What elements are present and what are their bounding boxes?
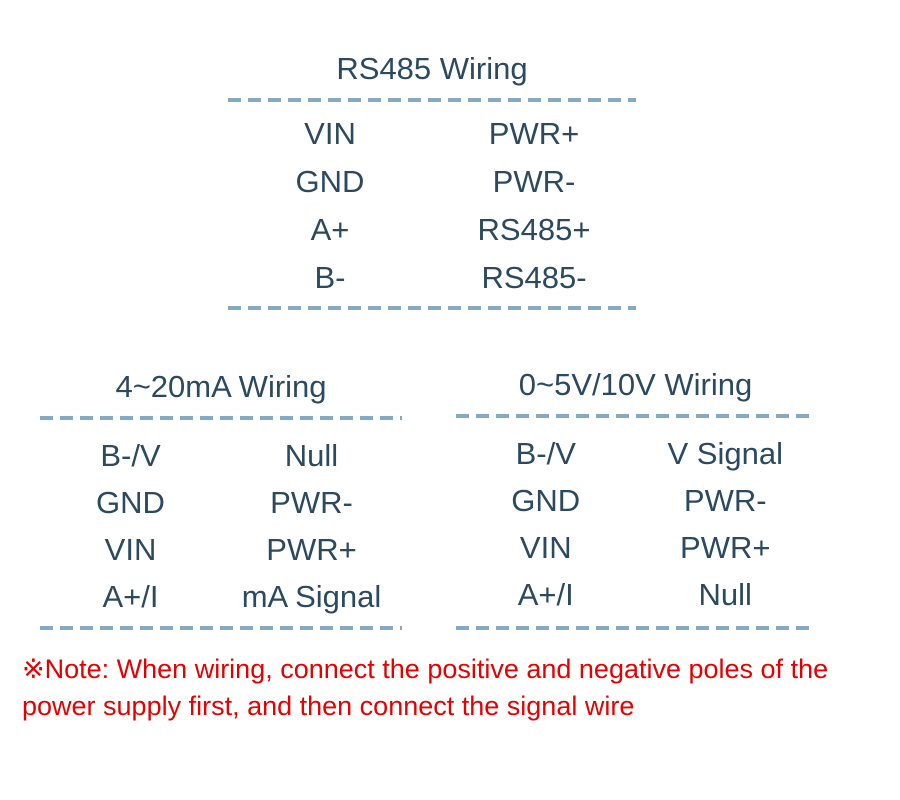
dashed-divider-top <box>40 416 402 420</box>
terminal-label: A+/I <box>517 576 574 612</box>
voltage-wiring-table: 0~5V/10V Wiring B-/V V Signal GND PWR- V… <box>456 364 815 630</box>
terminal-label: A+/I <box>102 578 159 614</box>
terminal-function: Null <box>284 437 339 473</box>
terminal-function: RS485- <box>481 260 587 295</box>
table-row: A+/I Null <box>456 571 815 618</box>
terminal-label: A+ <box>310 212 350 247</box>
wiring-note-line2: power supply first, and then connect the… <box>22 691 635 721</box>
terminal-function: RS485+ <box>477 212 591 247</box>
table-row: GND PWR- <box>40 479 402 526</box>
wiring-note-line1: ※Note: When wiring, connect the positive… <box>22 654 829 684</box>
ma-table-title: 4~20mA Wiring <box>115 369 327 404</box>
terminal-function: PWR- <box>270 484 353 520</box>
rs485-table-title: RS485 Wiring <box>336 51 528 86</box>
table-row: VIN PWR+ <box>456 524 815 571</box>
table-row: B-/V V Signal <box>456 430 815 477</box>
dashed-divider-top <box>456 414 815 418</box>
terminal-function: PWR- <box>683 482 767 518</box>
table-row: VIN PWR+ <box>40 526 402 573</box>
table-row: B-/V Null <box>40 432 402 479</box>
terminal-label: VIN <box>104 531 157 567</box>
table-row: GND PWR- <box>228 158 636 206</box>
table-row: VIN PWR+ <box>228 110 636 158</box>
terminal-function: V Signal <box>667 435 783 471</box>
terminal-label: GND <box>96 484 165 520</box>
dashed-divider-bottom <box>456 626 815 630</box>
terminal-label: VIN <box>519 529 572 565</box>
ma-wiring-table: 4~20mA Wiring B-/V Null GND PWR- VIN PWR… <box>40 366 402 630</box>
terminal-label: GND <box>295 164 365 199</box>
terminal-function: PWR+ <box>680 529 771 565</box>
table-row: A+/I mA Signal <box>40 573 402 620</box>
terminal-label: GND <box>511 482 581 518</box>
table-row: GND PWR- <box>456 477 815 524</box>
terminal-function: PWR+ <box>266 531 357 567</box>
terminal-label: B-/V <box>515 435 576 471</box>
table-row: B- RS485- <box>228 254 636 302</box>
dashed-divider-bottom <box>228 306 636 310</box>
terminal-label: VIN <box>304 116 356 151</box>
wiring-note: ※Note: When wiring, connect the positive… <box>22 651 882 725</box>
terminal-function: PWR- <box>492 164 576 199</box>
voltage-table-rows: B-/V V Signal GND PWR- VIN PWR+ A+/I Nul… <box>456 418 815 626</box>
terminal-label: B-/V <box>100 437 161 473</box>
terminal-function: PWR+ <box>488 116 580 151</box>
dashed-divider-bottom <box>40 626 402 630</box>
rs485-wiring-table: RS485 Wiring VIN PWR+ GND PWR- A+ RS485+… <box>228 48 636 310</box>
voltage-table-title: 0~5V/10V Wiring <box>518 367 753 402</box>
rs485-table-rows: VIN PWR+ GND PWR- A+ RS485+ B- RS485- <box>228 102 636 306</box>
dashed-divider-top <box>228 98 636 102</box>
terminal-function: Null <box>698 576 752 612</box>
terminal-function: mA Signal <box>241 578 382 614</box>
ma-table-rows: B-/V Null GND PWR- VIN PWR+ A+/I mA Sign… <box>40 420 402 626</box>
terminal-label: B- <box>314 260 346 295</box>
table-row: A+ RS485+ <box>228 206 636 254</box>
